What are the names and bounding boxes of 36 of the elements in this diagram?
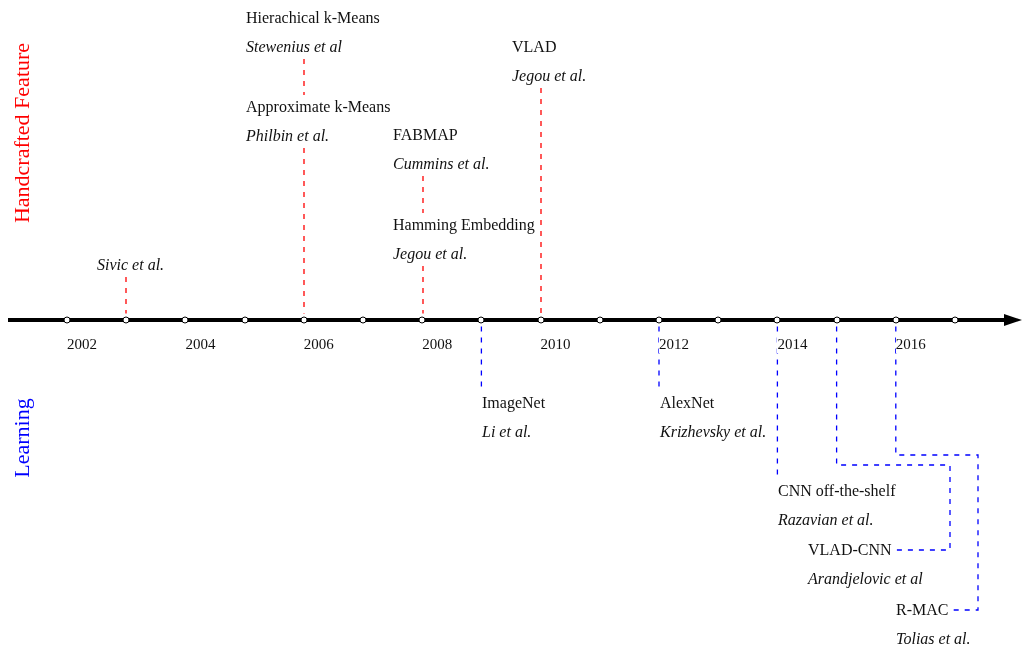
dashed-line xyxy=(303,58,305,96)
method-name: Approximate k-Means xyxy=(246,98,391,116)
method-name: ImageNet xyxy=(482,394,546,412)
dashed-line xyxy=(895,325,979,611)
dashed-line xyxy=(422,175,424,214)
timeline-dot xyxy=(477,316,485,324)
category-label: Handcrafted Feature xyxy=(10,42,34,224)
timeline-dot xyxy=(773,316,781,324)
method-name: Hamming Embedding xyxy=(393,216,535,234)
dashed-line xyxy=(422,265,424,315)
timeline-dot xyxy=(537,316,545,324)
timeline-dot xyxy=(122,316,130,324)
timeline-dot xyxy=(241,316,249,324)
timeline-dot xyxy=(418,316,426,324)
timeline-dot xyxy=(596,316,604,324)
timeline-dot xyxy=(714,316,722,324)
year-label: 2016 xyxy=(895,336,926,353)
dashed-line xyxy=(303,147,305,315)
timeline-dot xyxy=(833,316,841,324)
timeline-dot xyxy=(359,316,367,324)
year-label: 2014 xyxy=(777,336,808,353)
dashed-line xyxy=(835,325,951,551)
author-name: Arandjelovic et al xyxy=(808,570,923,588)
timeline-dot xyxy=(181,316,189,324)
timeline-dot xyxy=(63,316,71,324)
author-name: Jegou et al. xyxy=(393,245,468,263)
author-name: Jegou et al. xyxy=(512,67,587,85)
category-label: Learning xyxy=(10,398,34,478)
timeline-dot xyxy=(951,316,959,324)
timeline-dot xyxy=(655,316,663,324)
dashed-line xyxy=(125,276,127,315)
timeline-dot xyxy=(892,316,900,324)
timeline-dot xyxy=(300,316,308,324)
author-name: Krizhevsky et al. xyxy=(660,423,767,441)
dashed-line xyxy=(540,87,542,315)
year-label: 2012 xyxy=(659,336,689,353)
